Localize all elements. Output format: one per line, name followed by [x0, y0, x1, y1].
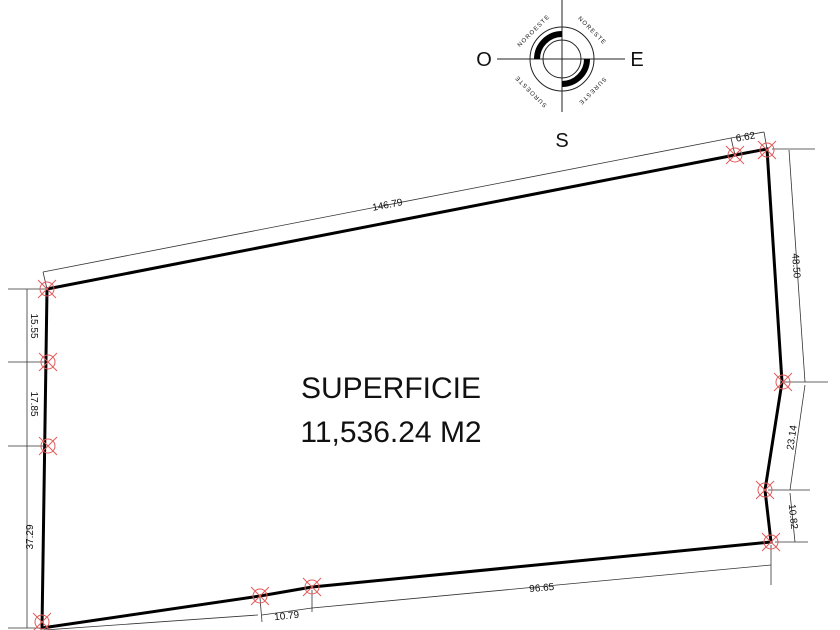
vertex-marker [250, 586, 270, 606]
area-value: 11,536.24 M2 [300, 416, 481, 449]
vertex-marker [37, 279, 57, 299]
dimension-right-upper: 48.50 [789, 253, 802, 279]
vertex-marker [302, 577, 322, 597]
property-boundary [40, 147, 784, 630]
vertex-marker [38, 352, 58, 372]
compass-northwest-arc [534, 31, 563, 60]
dimension-left-lower: 37.29 [25, 524, 36, 549]
vertex-marker [32, 612, 52, 630]
dimension-top-long: 146.79 [371, 197, 404, 214]
dimension-bottom-long: 96.65 [529, 582, 555, 595]
dimension-right-lower: 10.82 [786, 504, 800, 530]
compass-east-label: E [630, 49, 643, 71]
compass: O E S NOROESTE NORESTE SURESTE SUROESTE [476, 0, 644, 152]
compass-outer-ring [529, 26, 595, 92]
area-label: SUPERFICIE 11,536.24 M2 [300, 372, 481, 449]
vertex-markers [32, 140, 793, 630]
compass-inner-ring [542, 39, 582, 79]
dimension-left-middle: 17.85 [28, 391, 39, 416]
compass-west-label: O [476, 49, 492, 71]
compass-southeast-arc [561, 58, 590, 87]
compass-southeast-label: SURESTE [577, 76, 607, 106]
dimension-lines [8, 131, 828, 630]
vertex-marker [725, 145, 745, 165]
vertex-marker [773, 372, 793, 392]
dimension-top-short: 6.62 [735, 130, 757, 144]
vertex-marker [38, 436, 58, 456]
dimension-bottom-short: 10.79 [274, 610, 300, 624]
vertex-marker [761, 532, 781, 552]
vertex-marker [755, 480, 775, 500]
vertex-marker [757, 140, 777, 160]
dimension-right-middle: 23.14 [785, 424, 799, 451]
compass-northeast-label: NORESTE [576, 16, 607, 47]
dimension-labels: 146.79 6.62 48.50 23.14 10.82 96.65 10.7… [25, 130, 802, 623]
compass-south-label: S [555, 130, 568, 152]
compass-southwest-label: SUROESTE [514, 74, 548, 108]
area-title: SUPERFICIE [301, 372, 481, 405]
dimension-left-upper: 15.55 [28, 313, 39, 338]
